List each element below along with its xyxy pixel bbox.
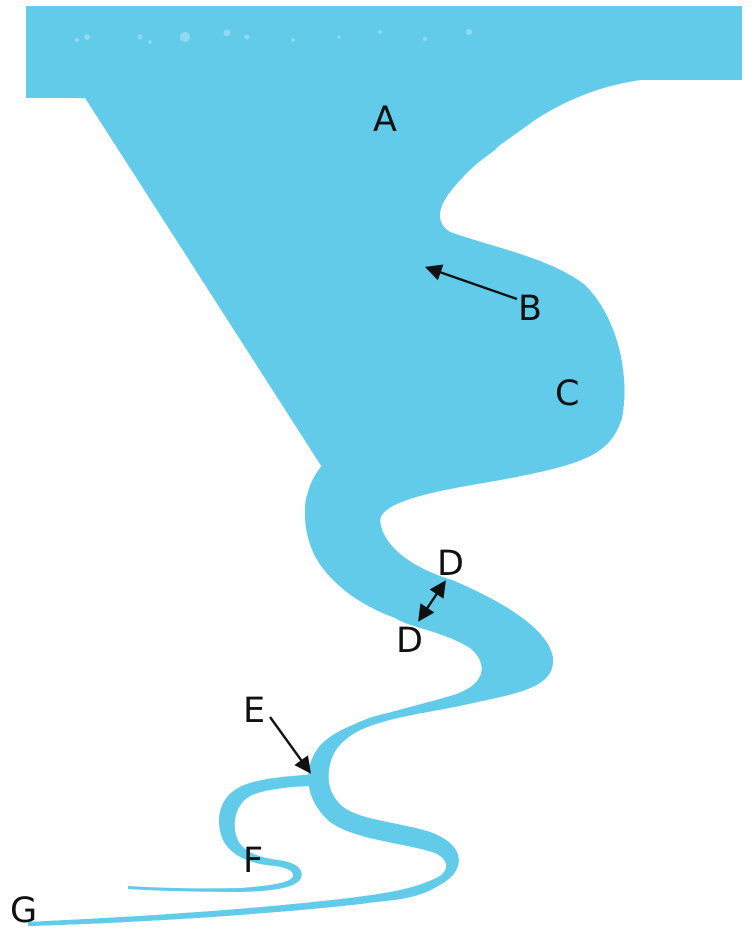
label-d-lower: D — [396, 621, 423, 661]
arrow-d — [418, 580, 446, 622]
water-bubbles — [75, 28, 473, 44]
label-e: E — [243, 691, 265, 731]
tributary-loop — [128, 774, 320, 892]
river-trunk — [26, 6, 742, 926]
arrow-e — [269, 716, 311, 774]
label-b: B — [518, 289, 542, 329]
arrow-b — [424, 264, 518, 301]
label-f: F — [243, 841, 263, 881]
label-a: A — [373, 100, 397, 140]
label-g: G — [10, 891, 37, 929]
label-d-upper: D — [437, 544, 464, 584]
label-c: C — [555, 374, 579, 414]
